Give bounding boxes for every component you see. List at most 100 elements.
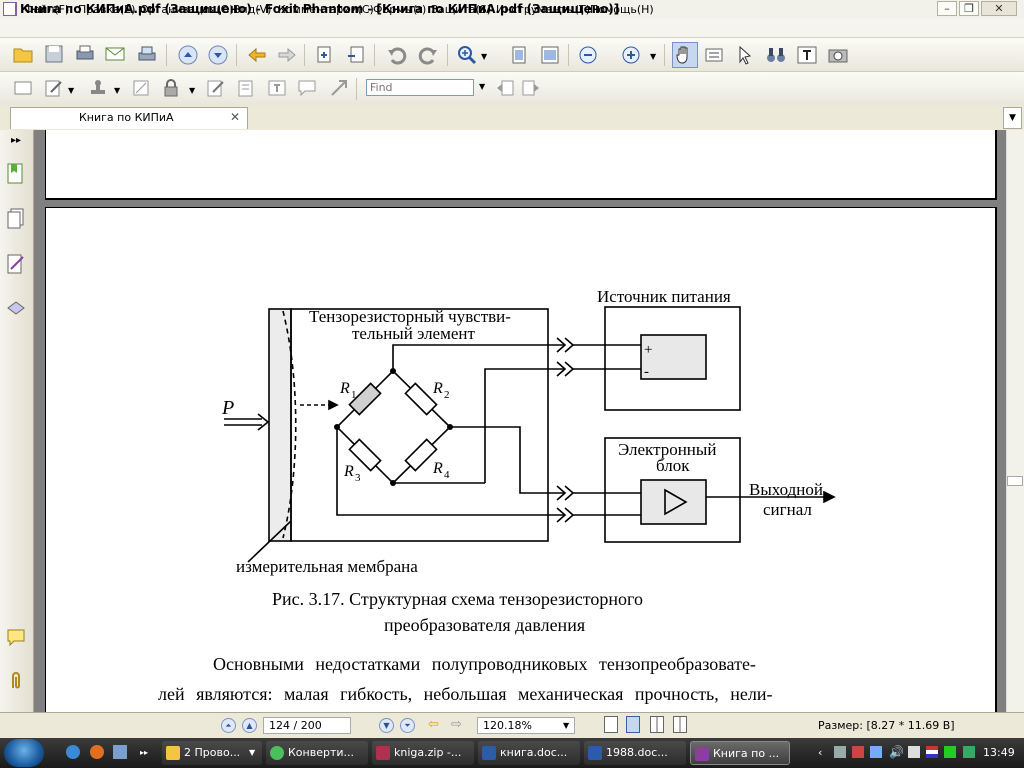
document-icon[interactable] [3, 2, 16, 16]
quicklaunch-firefox-icon[interactable] [90, 745, 104, 759]
pages-thumbnail-icon[interactable] [6, 208, 26, 230]
insert-page-icon[interactable] [314, 44, 336, 66]
arrow-tool-icon[interactable] [328, 77, 350, 99]
chevron-down-icon[interactable]: ▼ [479, 82, 486, 91]
typewriter-icon[interactable] [796, 44, 818, 66]
chevron-down-icon[interactable]: ▼ [68, 86, 75, 95]
open-folder-icon[interactable] [12, 43, 34, 65]
previous-page-icon[interactable] [177, 44, 199, 66]
bookmarks-icon[interactable] [6, 163, 26, 185]
quicklaunch-app-icon[interactable] [113, 745, 127, 759]
zoom-in-icon[interactable] [620, 44, 642, 66]
edit-page-icon[interactable] [236, 77, 258, 99]
stamp-icon[interactable] [87, 77, 109, 99]
taskbar-item-explorer[interactable]: 2 Прово... [162, 741, 262, 765]
signatures-icon[interactable] [6, 253, 26, 275]
taskbar-item-word-1988[interactable]: 1988.doc... [584, 741, 686, 765]
restore-button[interactable]: ❐ [959, 1, 979, 16]
save-icon[interactable] [43, 43, 65, 65]
minimize-button[interactable]: – [937, 1, 957, 16]
history-forward-icon[interactable]: ⇨ [451, 717, 462, 732]
comment-bubble-icon[interactable] [296, 77, 318, 99]
quicklaunch-ie-icon[interactable] [66, 745, 80, 759]
print-icon[interactable] [74, 43, 96, 65]
fit-width-icon[interactable] [539, 44, 561, 66]
chevron-down-icon[interactable]: ▼ [189, 86, 196, 95]
select-cursor-icon[interactable] [734, 44, 756, 66]
hand-tool-icon[interactable] [672, 42, 698, 68]
note-edit-icon[interactable] [43, 77, 65, 99]
menu-edit[interactable]: Правка(E) [78, 3, 136, 16]
tray-antivirus-icon[interactable] [852, 746, 864, 758]
forward-arrow-icon[interactable] [276, 44, 298, 66]
snapshot-camera-icon[interactable] [827, 44, 849, 66]
menu-view[interactable]: Вид(V) [233, 3, 272, 16]
prev-page-icon[interactable]: ▲ [242, 718, 257, 733]
chevron-down-icon[interactable]: ▼ [249, 748, 256, 757]
tray-update-icon[interactable] [963, 746, 975, 758]
next-page-status-icon[interactable]: ▼ [379, 718, 394, 733]
menu-protect[interactable]: Защита(S) [431, 3, 492, 16]
email-icon[interactable] [104, 43, 126, 65]
tray-volume-icon[interactable]: 🔊 [889, 745, 904, 759]
undo-icon[interactable] [386, 44, 408, 66]
scrollbar-thumb[interactable] [1007, 476, 1023, 486]
zoom-level-input[interactable]: 120.18% [477, 717, 575, 734]
menu-comments[interactable]: Комментарии(C) [278, 3, 374, 16]
rectangle-icon[interactable] [12, 77, 34, 99]
tab-list-dropdown-icon[interactable]: ▼ [1003, 107, 1022, 129]
chevron-down-icon[interactable]: ▼ [481, 52, 488, 61]
taskbar-item-converter[interactable]: Конверти... [266, 741, 368, 765]
tab-close-icon[interactable]: ✕ [230, 110, 241, 124]
menu-forms[interactable]: Формы(r) [373, 3, 427, 16]
zoom-in-magnifier-icon[interactable] [456, 44, 478, 66]
page-number-input[interactable]: 124 / 200 [263, 717, 351, 734]
facing-view-icon[interactable] [650, 716, 664, 733]
select-text-icon[interactable] [703, 44, 725, 66]
text-field-icon[interactable] [266, 77, 288, 99]
last-page-icon[interactable]: ⏷ [400, 718, 415, 733]
scan-icon[interactable] [136, 43, 158, 65]
sign-document-icon[interactable] [205, 77, 227, 99]
single-page-view-icon[interactable] [604, 716, 618, 733]
comments-panel-icon[interactable] [6, 627, 26, 649]
tray-display-icon[interactable] [908, 746, 920, 758]
taskbar-item-archive[interactable]: kniga.zip -... [372, 741, 474, 765]
lock-icon[interactable] [160, 77, 182, 99]
menu-help[interactable]: Помощь(H) [590, 3, 654, 16]
menu-tools[interactable]: Инструменты(T) [496, 3, 591, 16]
tray-network-icon[interactable] [834, 746, 846, 758]
tray-expand-icon[interactable]: ‹ [818, 746, 823, 759]
tray-app-icon[interactable] [870, 746, 882, 758]
chevron-down-icon[interactable]: ▼ [114, 86, 121, 95]
find-previous-icon[interactable] [494, 77, 516, 99]
continuous-view-icon[interactable] [626, 716, 640, 733]
tray-status-icon[interactable] [944, 746, 956, 758]
fit-page-icon[interactable] [508, 44, 530, 66]
redo-icon[interactable] [417, 44, 439, 66]
expand-panel-icon[interactable]: ▸▸ [11, 135, 22, 146]
first-page-icon[interactable]: ⏶ [221, 718, 236, 733]
attach-file-icon[interactable] [130, 77, 152, 99]
find-next-icon[interactable] [520, 77, 542, 99]
zoom-out-icon[interactable] [577, 44, 599, 66]
chevron-down-icon[interactable]: ▼ [650, 52, 657, 61]
taskbar-item-word-kniga[interactable]: книга.doc... [478, 741, 580, 765]
next-page-icon[interactable] [207, 44, 229, 66]
extract-page-icon[interactable] [345, 44, 367, 66]
close-button[interactable]: ✕ [981, 1, 1017, 16]
quicklaunch-expand-icon[interactable]: ▸▸ [140, 748, 149, 757]
start-button[interactable] [4, 739, 44, 767]
tray-language-flag-icon[interactable] [926, 746, 938, 758]
chevron-down-icon[interactable]: ▼ [563, 721, 570, 730]
find-input[interactable] [366, 79, 474, 96]
taskbar-item-foxit-active[interactable]: Книга по ... [690, 741, 790, 765]
attachments-paperclip-icon[interactable] [6, 670, 26, 692]
continuous-facing-view-icon[interactable] [673, 716, 687, 733]
back-arrow-icon[interactable] [246, 44, 268, 66]
document-tab[interactable] [10, 107, 248, 129]
binoculars-icon[interactable] [765, 44, 787, 66]
menu-file[interactable]: Файл(F) [24, 3, 70, 16]
vertical-scrollbar[interactable] [1006, 130, 1024, 712]
history-back-icon[interactable]: ⇦ [428, 717, 439, 732]
